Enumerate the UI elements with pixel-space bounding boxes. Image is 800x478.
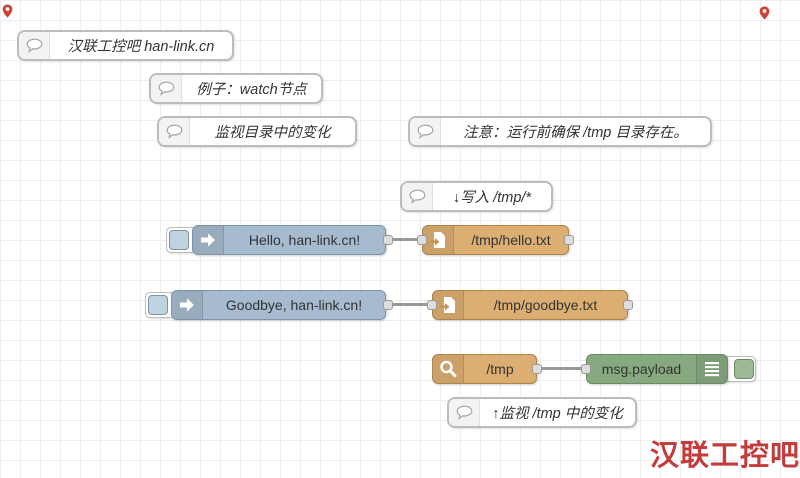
node-label: /tmp <box>486 361 514 377</box>
debug-node[interactable]: msg.payload <box>586 354 728 384</box>
wire[interactable] <box>537 367 586 370</box>
comment-bubble-icon <box>151 75 182 102</box>
file-node-hello[interactable]: /tmp/hello.txt <box>422 225 569 255</box>
debug-toggle-button[interactable] <box>734 359 754 379</box>
comment-node-notice[interactable]: 注意：运行前确保 /tmp 目录存在。 <box>408 116 712 147</box>
map-pin-icon <box>1 3 14 24</box>
watermark-text: 汉联工控吧 <box>649 440 800 472</box>
input-port[interactable] <box>427 300 437 310</box>
comment-node-title[interactable]: 汉联工控吧 han-link.cn <box>17 30 234 61</box>
output-port[interactable] <box>532 364 542 374</box>
comment-node-monitor[interactable]: ↑监视 /tmp 中的变化 <box>447 397 637 428</box>
wire[interactable] <box>386 303 432 306</box>
comment-label: 汉联工控吧 han-link.cn <box>67 39 215 55</box>
comment-label: 例子：watch节点 <box>196 82 307 98</box>
comment-label: ↑监视 /tmp 中的变化 <box>492 406 623 422</box>
inject-node-goodbye[interactable]: Goodbye, han-link.cn! <box>171 290 386 320</box>
comment-node-watch-desc[interactable]: 监视目录中的变化 <box>157 116 357 147</box>
comment-bubble-icon <box>410 118 441 145</box>
input-port[interactable] <box>417 235 427 245</box>
output-port[interactable] <box>623 300 633 310</box>
node-label: Goodbye, han-link.cn! <box>225 297 363 313</box>
file-node-goodbye[interactable]: /tmp/goodbye.txt <box>432 290 628 320</box>
node-label: msg.payload <box>601 361 682 377</box>
magnifier-icon <box>433 355 464 383</box>
inject-button[interactable] <box>148 295 168 315</box>
comment-label: 注意：运行前确保 /tmp 目录存在。 <box>463 125 688 141</box>
file-in-icon <box>423 226 454 254</box>
inject-arrow-icon <box>172 291 203 319</box>
comment-node-write[interactable]: ↓写入 /tmp/* <box>400 181 553 212</box>
comment-label: 监视目录中的变化 <box>214 125 331 141</box>
wire[interactable] <box>386 238 422 241</box>
inject-node-hello[interactable]: Hello, han-link.cn! <box>192 225 386 255</box>
comment-bubble-icon <box>159 118 190 145</box>
node-label: /tmp/hello.txt <box>471 232 551 248</box>
comment-bubble-icon <box>402 183 433 210</box>
node-label: Hello, han-link.cn! <box>248 232 361 248</box>
watch-node-tmp[interactable]: /tmp <box>432 354 537 384</box>
debug-list-icon <box>696 355 727 383</box>
node-label: /tmp/goodbye.txt <box>493 297 598 313</box>
file-in-icon <box>433 291 464 319</box>
comment-bubble-icon <box>19 32 50 59</box>
inject-button[interactable] <box>169 230 189 250</box>
output-port[interactable] <box>383 300 393 310</box>
comment-label: ↓写入 /tmp/* <box>452 190 532 206</box>
comment-node-example[interactable]: 例子：watch节点 <box>149 73 323 104</box>
output-port[interactable] <box>564 235 574 245</box>
output-port[interactable] <box>383 235 393 245</box>
map-pin-icon <box>758 5 771 26</box>
inject-arrow-icon <box>193 226 224 254</box>
comment-bubble-icon <box>449 399 480 426</box>
input-port[interactable] <box>581 364 591 374</box>
